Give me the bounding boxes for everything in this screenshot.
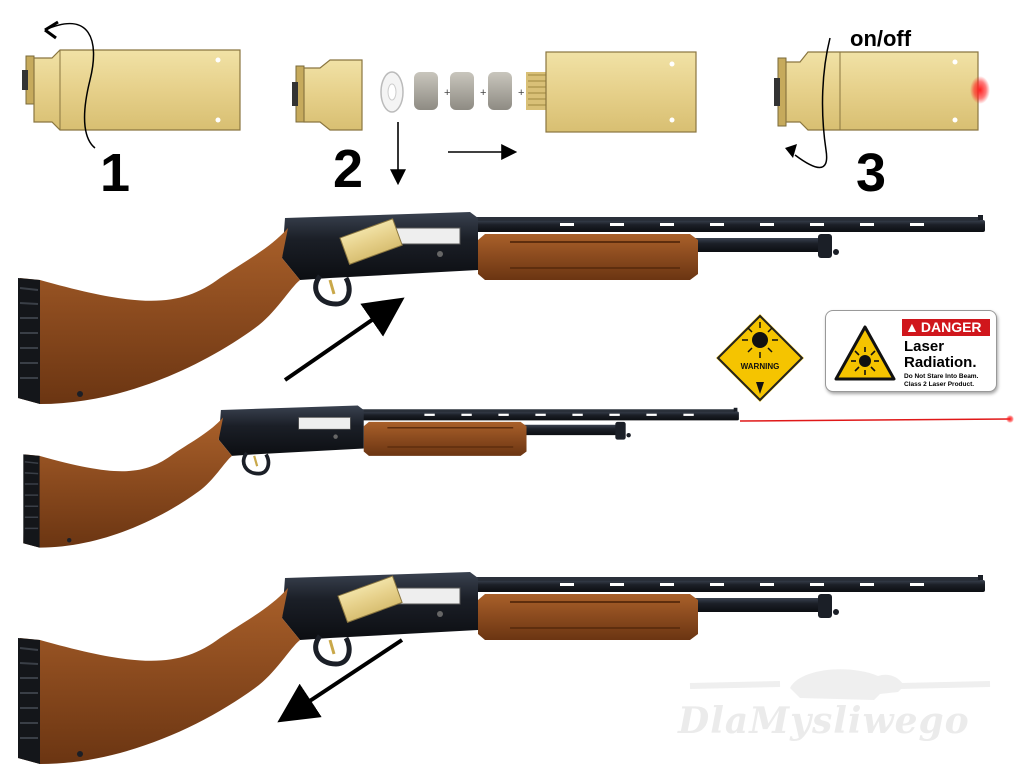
- watermark-boar-logo: [689, 669, 991, 700]
- svg-text:+: +: [480, 87, 486, 99]
- alert-triangle-icon: ▲: [905, 319, 919, 335]
- danger-header-text: DANGER: [920, 319, 982, 335]
- svg-text:+: +: [444, 87, 450, 99]
- on-off-label: on/off: [850, 26, 912, 51]
- step3-assembled-sighter: [774, 37, 990, 169]
- danger-laser-label: ▲DANGER Laser Radiation. Do Not Stare In…: [825, 310, 997, 392]
- danger-title: Laser Radiation.: [904, 339, 977, 371]
- shotgun-laser-active: [21, 403, 741, 550]
- danger-title-line2: Radiation.: [904, 354, 977, 371]
- danger-header: ▲DANGER: [902, 319, 990, 336]
- laser-beam: [739, 418, 1011, 422]
- shotgun-remove: [18, 572, 985, 764]
- danger-title-line1: Laser: [904, 338, 945, 355]
- danger-note-line2: Class 2 Laser Product.: [904, 380, 975, 388]
- warning-label: WARNING: [740, 362, 780, 371]
- step-number-1: 1: [100, 143, 131, 203]
- laser-warning-sign: [711, 309, 809, 407]
- step-number-3: 3: [856, 143, 887, 203]
- step2-exploded-parts: + + +: [292, 51, 697, 186]
- danger-note: Do Not Stare Into Beam. Class 2 Laser Pr…: [904, 373, 978, 388]
- watermark-text: DlaMysliwego: [678, 700, 970, 742]
- step-number-2: 2: [333, 139, 364, 199]
- remove-arrow: [277, 638, 404, 723]
- shotgun-insert: [18, 212, 985, 404]
- danger-note-line1: Do Not Stare Into Beam.: [904, 373, 979, 380]
- svg-text:+: +: [518, 87, 524, 99]
- insert-arrow: [283, 297, 405, 382]
- step1-bore-sighter: [22, 20, 241, 149]
- laser-hazard-icon: [834, 325, 896, 381]
